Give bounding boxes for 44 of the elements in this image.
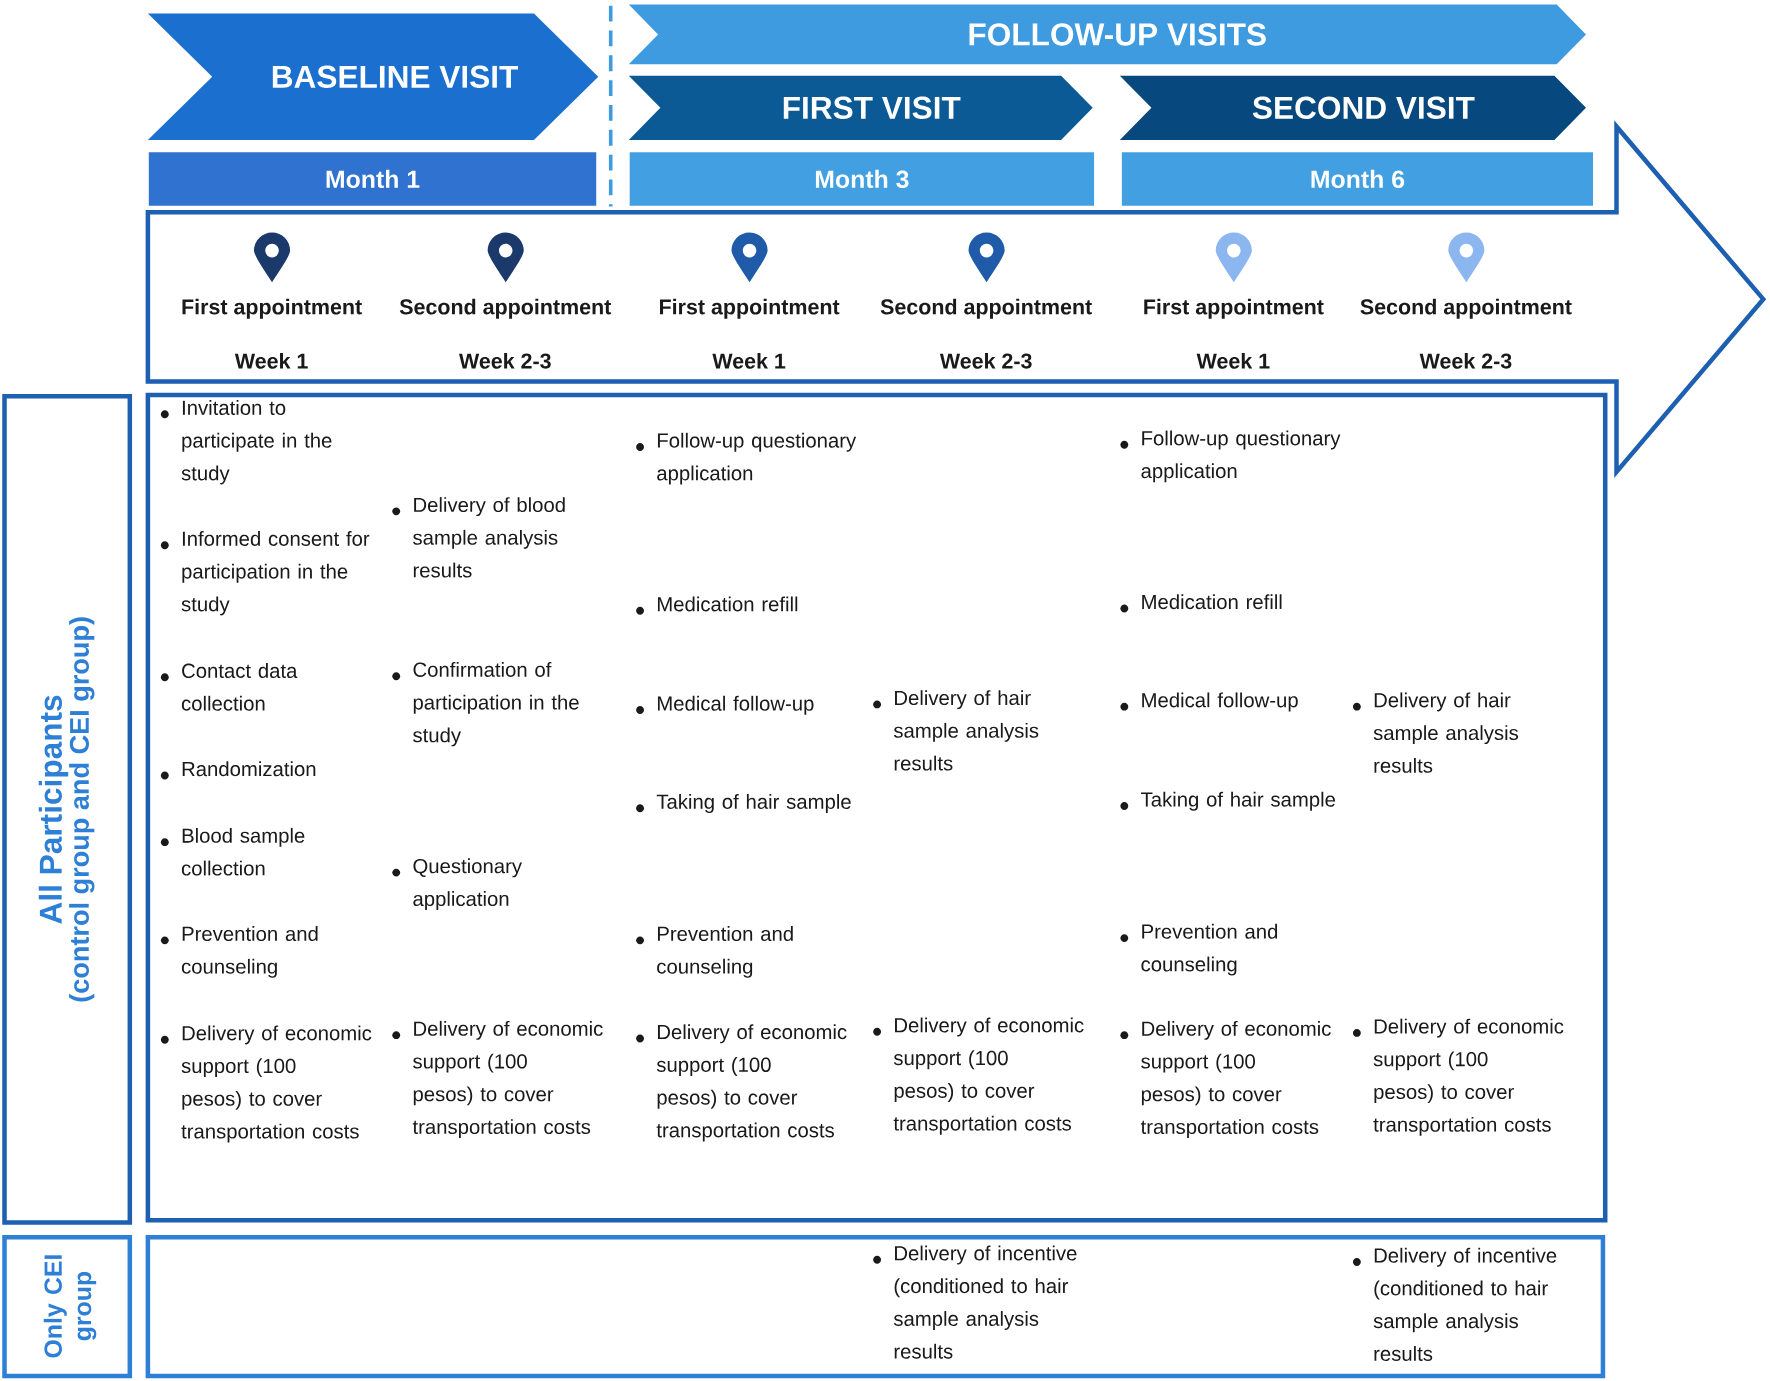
group-label-box: All Participants (control group and CEI group) <box>2 394 133 1225</box>
month-bar: Month 6 <box>1120 150 1595 208</box>
group-label-box: Only CEI group <box>2 1235 133 1379</box>
bullet-item: Delivery of hair sample analysis results <box>873 690 1039 771</box>
bullet-item: Delivery of incentive (conditioned to hair sample analysis results <box>873 1245 1077 1359</box>
appointment-label: First appointment Week 1 <box>1144 298 1324 369</box>
bullet-item: Randomization <box>160 761 316 780</box>
appointment-label: Second appointment Week 2-3 <box>399 298 612 369</box>
bullet-item: Prevention and counseling <box>636 926 793 978</box>
bullet-item: Confirmation of participation in the study <box>392 662 579 747</box>
bullet-item: Prevention and counseling <box>1120 924 1278 976</box>
chevron-banner: FOLLOW-UP VISITS <box>628 4 1586 65</box>
bullet-item: Delivery of incentive (conditioned to hair sample analysis results <box>1352 1248 1557 1362</box>
chevron-banner: SECOND VISIT <box>1119 75 1586 141</box>
bullet-item: Delivery of blood sample analysis results <box>392 497 565 578</box>
bullet-item: Delivery of economic support (100 pesos) to cover transportation costs <box>873 1017 1084 1135</box>
bullet-item: Delivery of hair sample analysis results <box>1352 692 1519 774</box>
bullet-item: Taking of hair sample <box>1120 792 1336 811</box>
bullet-item: Contact data collection <box>160 663 298 711</box>
appointment-label: Second appointment Week 2-3 <box>1360 298 1572 369</box>
bullet-item: Delivery of economic support (100 pesos) to cover transportation costs <box>1352 1018 1564 1137</box>
appointment-label: First appointment Week 1 <box>182 298 362 369</box>
bullet-item: Delivery of economic support (100 pesos) to cover transportation costs <box>636 1024 847 1142</box>
month-bar: Month 3 <box>627 150 1096 208</box>
appointment-label: First appointment Week 1 <box>660 298 840 369</box>
bullet-item: Medication refill <box>636 596 798 615</box>
bullet-item: Medication refill <box>1120 594 1282 613</box>
chevron-banner: FIRST VISIT <box>628 75 1093 141</box>
bullet-item: Delivery of economic support (100 pesos) to cover transportation costs <box>1120 1021 1331 1139</box>
bullet-item: Blood sample collection <box>160 828 305 876</box>
bullet-item: Follow-up questionary application <box>1120 430 1341 483</box>
bullet-item: Taking of hair sample <box>636 794 851 814</box>
bullet-item: Delivery of economic support (100 pesos) to cover transportation costs <box>392 1021 603 1139</box>
bullet-item: Medical follow-up <box>636 696 814 715</box>
appointment-label: Second appointment Week 2-3 <box>880 298 1092 369</box>
bullet-item: Informed consent for participation in the study <box>160 531 370 616</box>
chevron-banner: BASELINE VISIT <box>147 13 599 141</box>
bullet-item: Medical follow-up <box>1120 692 1298 712</box>
bullet-item: Questionary application <box>392 858 522 911</box>
bullet-item: Follow-up questionary application <box>636 433 857 485</box>
bullet-item: Invitation to participate in the study <box>160 400 332 485</box>
bullet-item: Prevention and counseling <box>160 926 318 978</box>
bullet-item: Delivery of economic support (100 pesos) to cover transportation costs <box>160 1025 372 1143</box>
month-bar: Month 1 <box>146 150 599 208</box>
